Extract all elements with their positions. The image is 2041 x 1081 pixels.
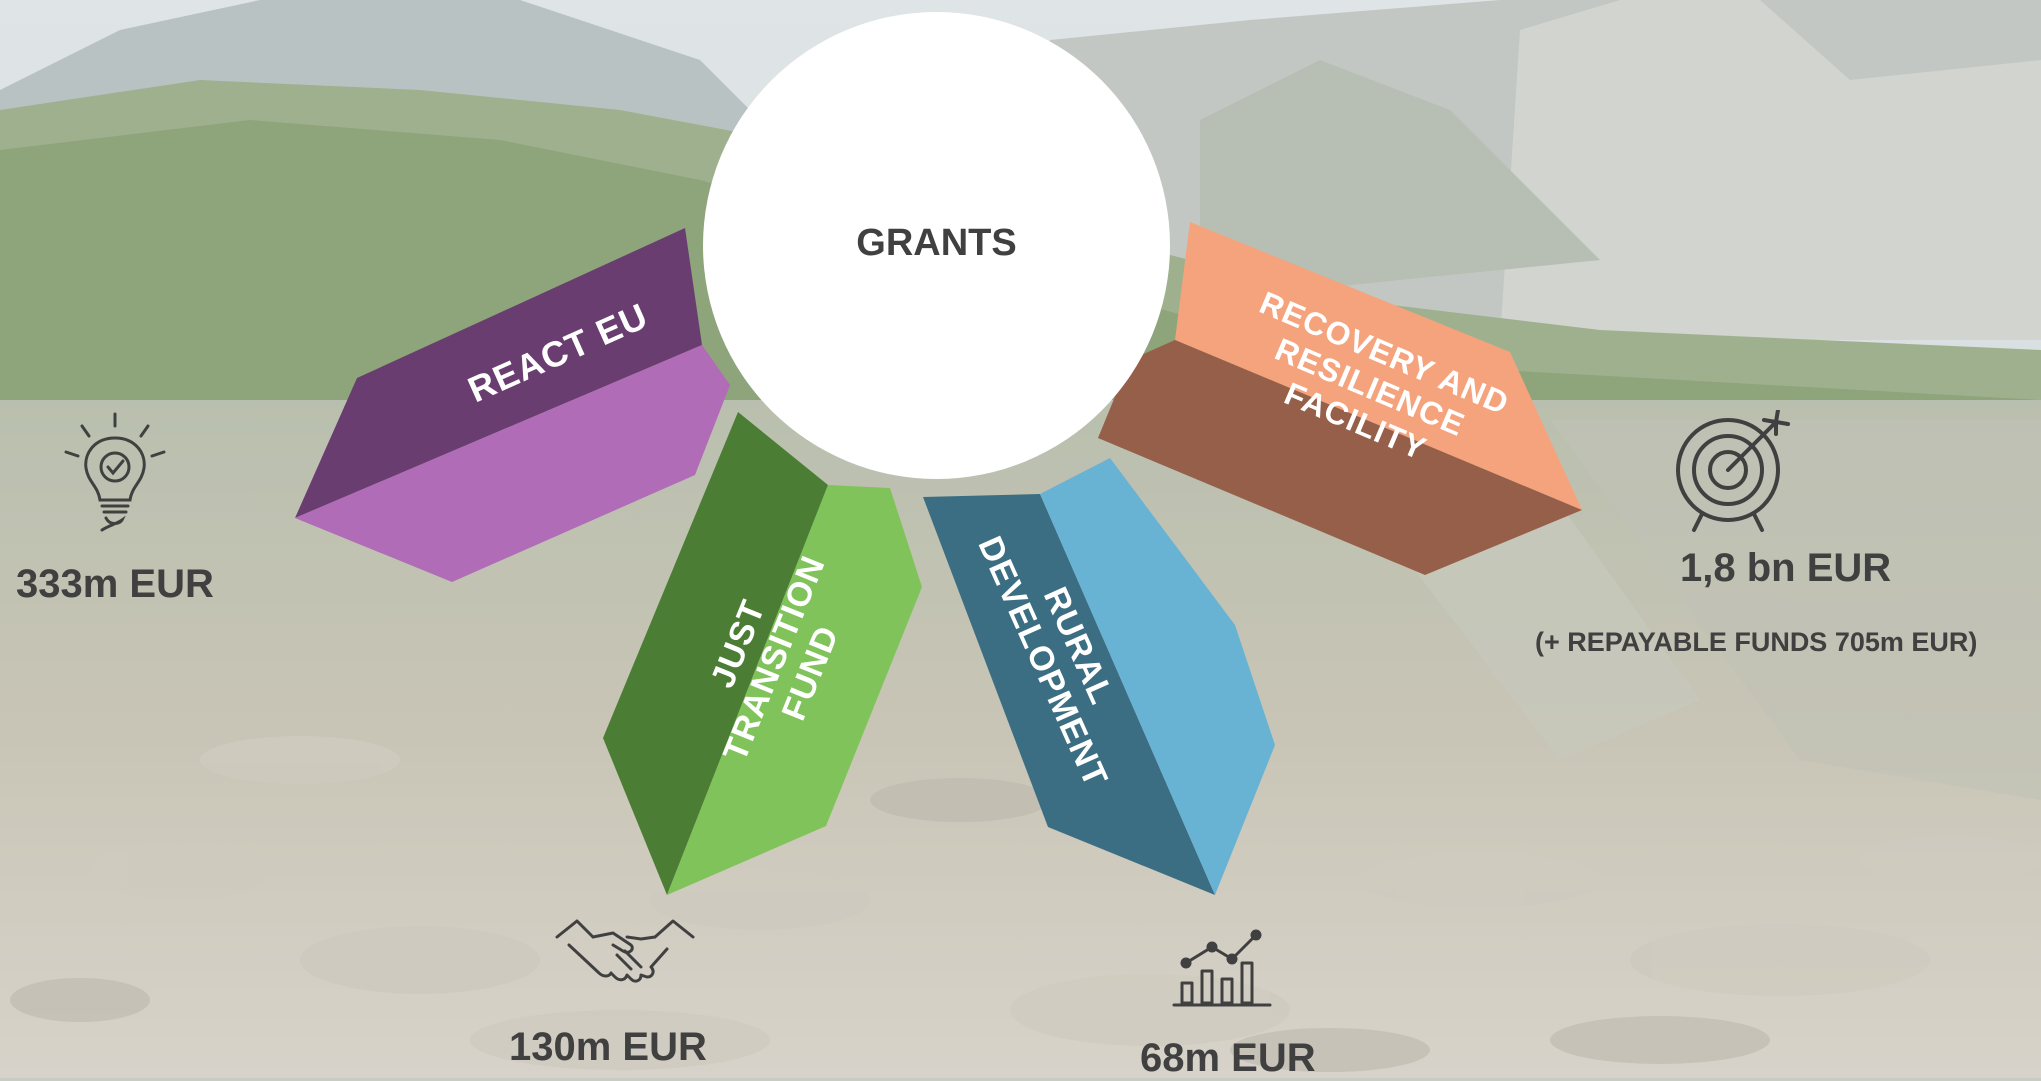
rural-development-amount: 68m EUR xyxy=(1140,1036,1316,1080)
grants-title: GRANTS xyxy=(856,222,1017,264)
rural-development-arrow-right xyxy=(1040,458,1275,895)
react-eu-arrow xyxy=(295,228,730,582)
recovery-facility-arrow-top xyxy=(1175,222,1582,510)
react-eu-arrow-top xyxy=(295,228,702,518)
grants-circle xyxy=(703,12,1170,479)
just-transition-fund-arrow-right xyxy=(667,485,922,895)
react-eu-arrow-bottom xyxy=(295,345,730,582)
just-transition-fund-arrow-left xyxy=(603,412,828,895)
just-transition-fund-arrow xyxy=(603,412,922,895)
handshake-icon xyxy=(555,919,695,983)
target-icon xyxy=(1676,410,1790,532)
recovery-facility-amount: 1,8 bn EUR xyxy=(1680,546,1892,590)
rural-development-arrow-left xyxy=(923,494,1215,895)
bar-chart-icon xyxy=(1172,929,1272,1007)
just-transition-fund-amount: 130m EUR xyxy=(509,1025,707,1069)
repayable-funds-note: (+ REPAYABLE FUNDS 705m EUR) xyxy=(1535,627,1978,657)
lightbulb-icon xyxy=(64,412,166,532)
react-eu-amount: 333m EUR xyxy=(16,562,214,606)
rural-development-arrow xyxy=(923,458,1275,895)
recovery-and-resilience-facility-arrow xyxy=(1098,222,1582,575)
recovery-facility-arrow-bottom xyxy=(1098,340,1582,575)
